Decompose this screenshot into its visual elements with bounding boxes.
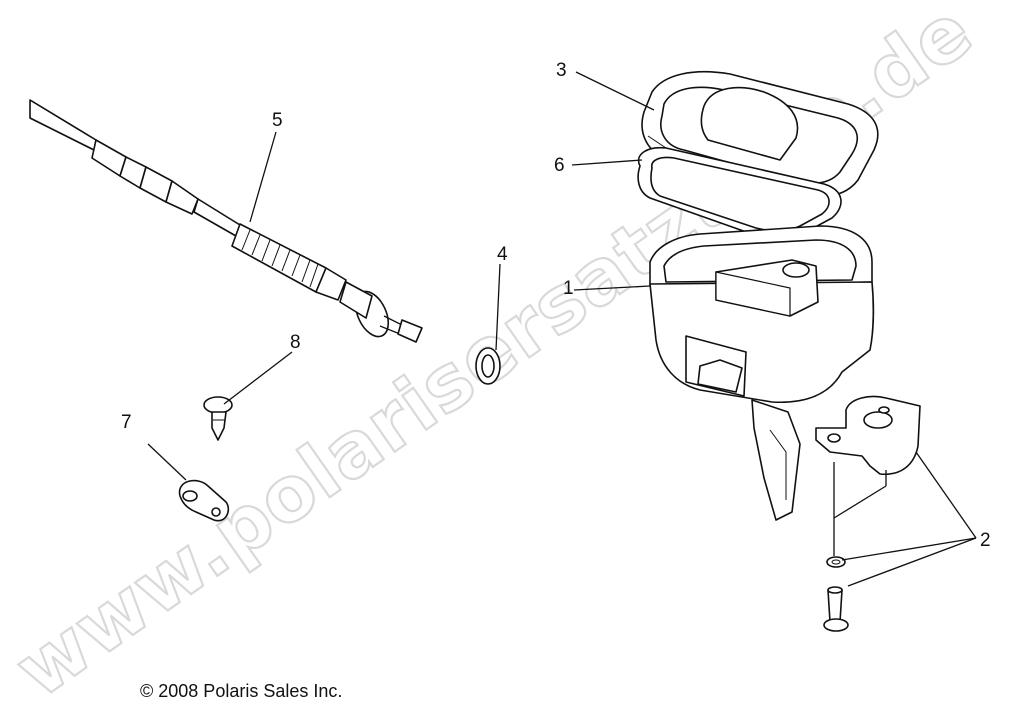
o-ring-icon	[475, 347, 501, 385]
cable-clip-icon	[178, 479, 230, 522]
callout-1: 1	[563, 278, 574, 299]
callout-4: 4	[497, 244, 508, 265]
throttle-cable-icon	[29, 99, 423, 343]
callout-2: 2	[980, 530, 991, 551]
callout-6: 6	[554, 155, 565, 176]
push-rivet-icon	[203, 396, 233, 441]
copyright-notice: © 2008 Polaris Sales Inc.	[140, 681, 343, 701]
callouts: 1 2 3 4 5 6 7 8	[121, 60, 991, 551]
callout-8: 8	[290, 332, 301, 353]
callout-3: 3	[556, 60, 567, 81]
throttle-housing-icon	[649, 225, 875, 521]
callout-7: 7	[121, 412, 132, 433]
gasket-icon	[637, 146, 842, 240]
housing-cover-icon	[641, 71, 879, 198]
leader-lines	[147, 71, 977, 587]
clamp-screw-washer-icon	[815, 395, 921, 632]
callout-5: 5	[272, 110, 283, 131]
